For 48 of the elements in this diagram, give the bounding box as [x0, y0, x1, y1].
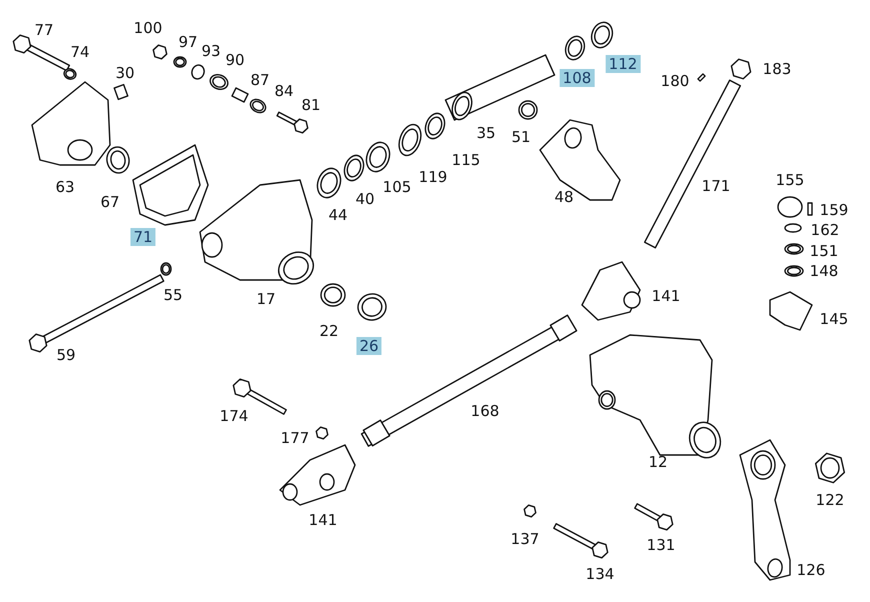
callout-number: 137: [510, 530, 540, 548]
callout-number: 134: [584, 565, 616, 583]
callout-number: 162: [810, 221, 840, 239]
callout-number: 105: [382, 178, 412, 196]
callout-number: 141: [650, 287, 682, 305]
callout-number: 87: [249, 71, 271, 89]
callout-number: 81: [300, 96, 322, 114]
callout-number: 17: [255, 290, 277, 308]
callout-number: 40: [354, 190, 376, 208]
callout-number: 122: [814, 491, 846, 509]
callout-number: 63: [54, 178, 76, 196]
callout-number: 22: [318, 322, 340, 340]
callout-number: 174: [218, 407, 250, 425]
callout-number: 171: [700, 177, 732, 195]
callout-number: 71: [130, 228, 156, 246]
callout-number: 148: [808, 262, 840, 280]
callout-number: 183: [762, 60, 792, 78]
callout-number: 119: [418, 168, 448, 186]
callout-number: 159: [818, 201, 850, 219]
callout-number: 126: [796, 561, 826, 579]
callout-number: 131: [646, 536, 676, 554]
callout-number: 35: [475, 124, 497, 142]
callout-number: 74: [69, 43, 91, 61]
callout-number: 100: [132, 19, 164, 37]
callout-number: 48: [553, 188, 575, 206]
callout-number: 77: [33, 21, 55, 39]
callout-number: 90: [224, 51, 246, 69]
callout-number: 180: [660, 72, 690, 90]
callout-number: 97: [177, 33, 199, 51]
callout-number: 141: [308, 511, 338, 529]
callout-number: 151: [808, 242, 840, 260]
callout-number: 67: [99, 193, 121, 211]
callout-number: 55: [162, 286, 184, 304]
callout-number: 108: [560, 69, 594, 87]
callout-number: 59: [55, 346, 77, 364]
callout-number: 112: [606, 55, 640, 73]
callout-number: 115: [450, 151, 482, 169]
callout-number: 51: [510, 128, 532, 146]
callout-number: 168: [470, 402, 500, 420]
callout-number: 93: [200, 42, 222, 60]
callout-number: 26: [356, 337, 382, 355]
callout-number: 177: [280, 429, 310, 447]
callout-number: 44: [327, 206, 349, 224]
callout-number: 30: [114, 64, 136, 82]
callout-number: 84: [273, 82, 295, 100]
callout-number: 12: [647, 453, 669, 471]
callout-number: 145: [818, 310, 850, 328]
callout-number: 155: [774, 171, 806, 189]
